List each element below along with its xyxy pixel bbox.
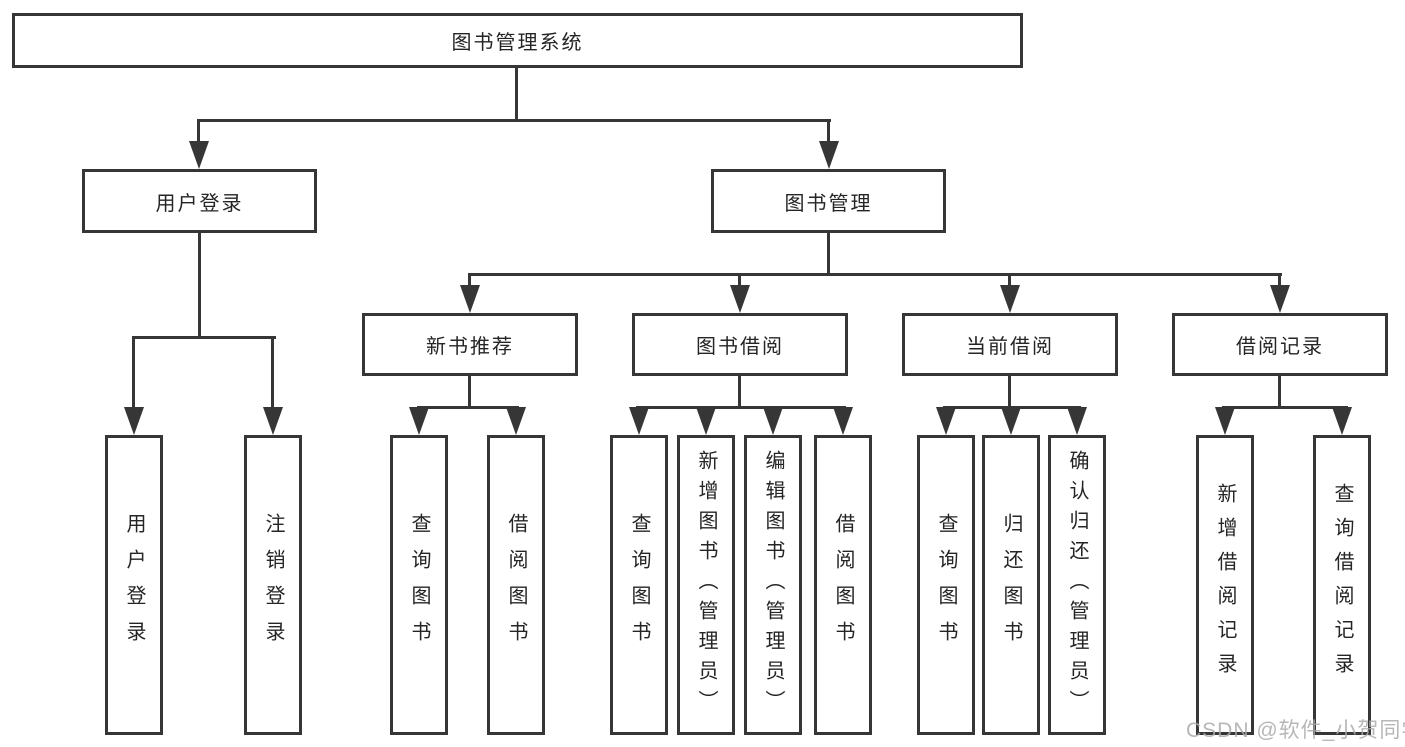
connector-line	[1008, 376, 1011, 409]
arrow-down-icon	[506, 407, 526, 435]
connector-line	[1278, 376, 1281, 409]
leaf-query-borrow-record-label: 查询借阅记录	[1331, 483, 1353, 687]
leaf-borrow-books-recommend: 借阅图书	[487, 435, 545, 735]
connector-line	[271, 336, 274, 414]
connector-line	[827, 233, 830, 276]
leaf-query-books-borrow: 查询图书	[610, 435, 668, 735]
connector-line	[515, 68, 518, 122]
leaf-edit-book-admin: 编辑图书（管理员）	[744, 435, 802, 735]
arrow-down-icon	[696, 407, 716, 435]
arrow-down-icon	[263, 407, 283, 435]
connector-line	[636, 406, 846, 409]
leaf-add-borrow-record-label: 新增借阅记录	[1214, 483, 1236, 687]
arrow-down-icon	[936, 407, 956, 435]
leaf-add-borrow-record: 新增借阅记录	[1196, 435, 1254, 735]
node-current-borrow: 当前借阅	[902, 313, 1118, 376]
arrow-down-icon	[189, 141, 209, 169]
connector-line	[198, 233, 201, 338]
leaf-borrow-books-borrow-label: 借阅图书	[832, 513, 854, 657]
arrow-down-icon	[1270, 285, 1290, 313]
leaf-logout-label: 注销登录	[262, 513, 284, 657]
leaf-borrow-books-recommend-label: 借阅图书	[505, 513, 527, 657]
node-borrow-records: 借阅记录	[1172, 313, 1388, 376]
leaf-query-books-recommend-label: 查询图书	[408, 513, 430, 657]
node-user-login: 用户登录	[82, 169, 317, 233]
arrow-down-icon	[833, 407, 853, 435]
arrow-down-icon	[629, 407, 649, 435]
node-current-borrow-label: 当前借阅	[966, 336, 1054, 358]
leaf-query-books-borrow-label: 查询图书	[628, 513, 650, 657]
node-root: 图书管理系统	[12, 13, 1023, 68]
node-book-management: 图书管理	[711, 169, 946, 233]
node-borrow-records-label: 借阅记录	[1236, 336, 1324, 358]
arrow-down-icon	[1332, 407, 1352, 435]
arrow-down-icon	[460, 285, 480, 313]
connector-line	[468, 273, 471, 291]
connector-line	[1008, 273, 1011, 291]
leaf-logout: 注销登录	[244, 435, 302, 735]
node-book-management-label: 图书管理	[784, 192, 873, 215]
leaf-query-books-recommend: 查询图书	[390, 435, 448, 735]
node-book-borrow: 图书借阅	[632, 313, 848, 376]
leaf-user-login-label: 用户登录	[123, 513, 145, 657]
leaf-query-borrow-record: 查询借阅记录	[1313, 435, 1371, 735]
leaf-return-book-label: 归还图书	[1000, 513, 1022, 657]
connector-line	[1278, 273, 1281, 291]
leaf-edit-book-admin-label: 编辑图书（管理员）	[762, 450, 784, 720]
leaf-borrow-books-borrow: 借阅图书	[814, 435, 872, 735]
connector-line	[417, 406, 519, 409]
arrow-down-icon	[763, 407, 783, 435]
leaf-add-book-admin: 新增图书（管理员）	[677, 435, 735, 735]
connector-line	[738, 376, 741, 409]
leaf-confirm-return-admin: 确认归还（管理员）	[1048, 435, 1106, 735]
arrow-down-icon	[1067, 407, 1087, 435]
connector-line	[468, 273, 1282, 276]
leaf-add-book-admin-label: 新增图书（管理员）	[695, 450, 717, 720]
leaf-query-books-current: 查询图书	[917, 435, 975, 735]
arrow-down-icon	[1215, 407, 1235, 435]
leaf-query-books-current-label: 查询图书	[935, 513, 957, 657]
leaf-return-book: 归还图书	[982, 435, 1040, 735]
connector-line	[197, 119, 831, 122]
node-new-book-recommend-label: 新书推荐	[426, 336, 514, 358]
csdn-watermark: CSDN @软件_小贺同学	[1186, 719, 1405, 742]
connector-line	[132, 336, 276, 339]
leaf-confirm-return-admin-label: 确认归还（管理员）	[1066, 450, 1088, 720]
connector-line	[132, 336, 135, 414]
arrow-down-icon	[1001, 407, 1021, 435]
connector-line	[738, 273, 741, 291]
node-user-login-label: 用户登录	[155, 192, 244, 215]
arrow-down-icon	[1000, 285, 1020, 313]
node-new-book-recommend: 新书推荐	[362, 313, 578, 376]
node-book-borrow-label: 图书借阅	[696, 336, 784, 358]
arrow-down-icon	[124, 407, 144, 435]
arrow-down-icon	[819, 141, 839, 169]
node-root-label: 图书管理系统	[451, 32, 584, 54]
connector-line	[1222, 406, 1348, 409]
arrow-down-icon	[409, 407, 429, 435]
arrow-down-icon	[730, 285, 750, 313]
leaf-user-login: 用户登录	[105, 435, 163, 735]
connector-line	[468, 376, 471, 409]
